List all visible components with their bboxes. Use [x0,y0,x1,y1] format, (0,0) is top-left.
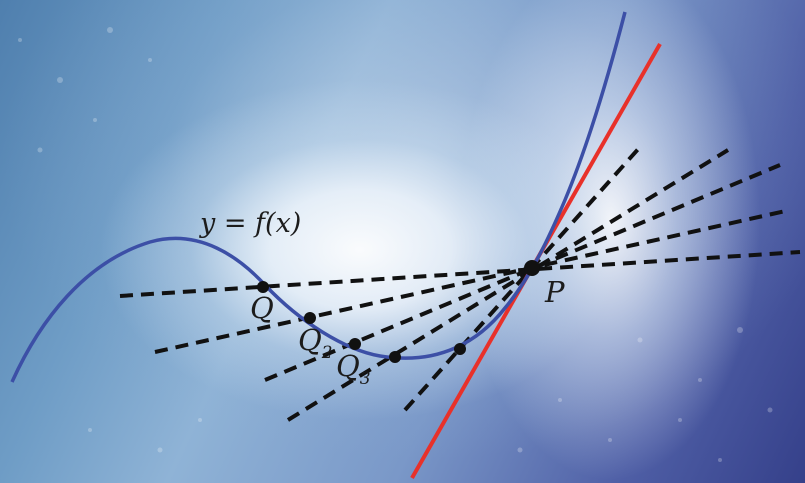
point-q2-label-base: Q [298,323,322,357]
point-q4-dot [389,351,401,363]
secant-line-q5 [403,145,642,412]
point-q5-dot [454,343,466,355]
point-q3-label-sub: 3 [360,369,371,389]
curve-points [257,260,540,363]
function-label: y = f(x) [199,208,301,239]
point-q3-label-base: Q [336,349,360,383]
background-texture [18,27,773,462]
point-p-label: P [544,275,565,309]
point-q2-label-sub: 2 [321,343,333,363]
secant-line-q3 [264,163,781,382]
point-q2-label: Q2 [298,323,333,363]
secant-line-q4 [286,148,730,422]
point-q3-dot [349,338,361,350]
point-q2-dot [304,312,316,324]
secant-lines [119,145,801,422]
secant-line-q [119,250,801,298]
point-p-dot [524,260,540,276]
function-curve [10,11,627,383]
secant-line-q2 [154,208,791,354]
point-q-dot [257,281,269,293]
point-q-label: Q [250,291,274,325]
point-q3-label: Q3 [336,349,371,389]
